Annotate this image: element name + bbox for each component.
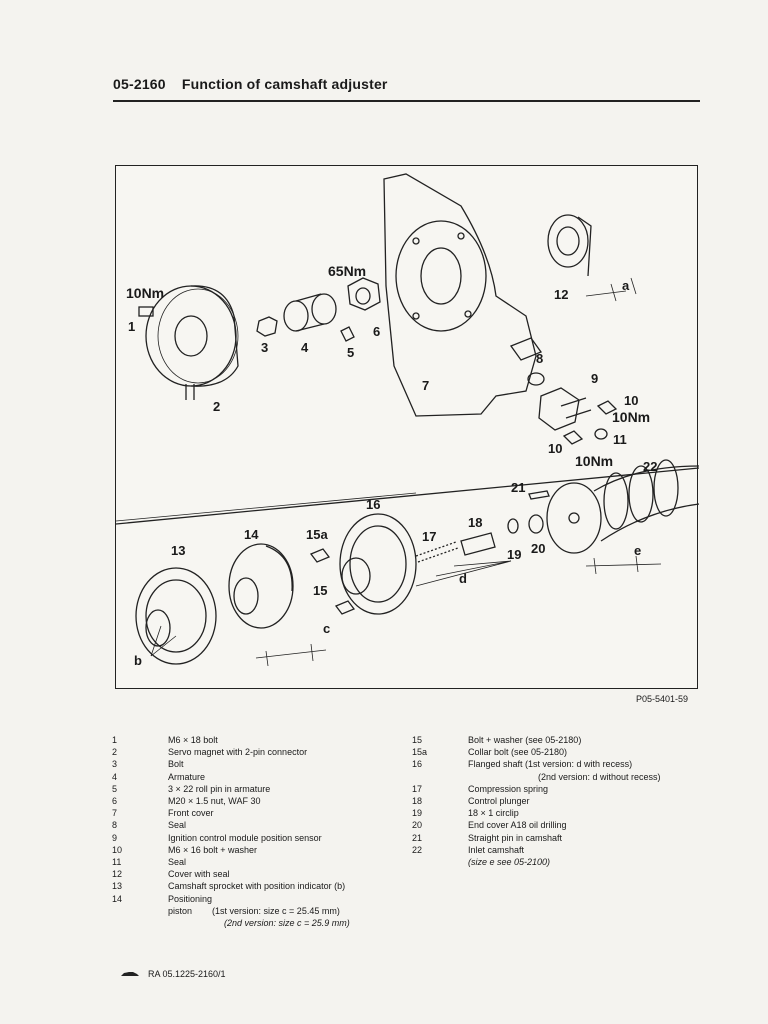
- footer-reference: RA 05.1225-2160/1: [148, 969, 226, 979]
- callout: 10: [548, 441, 563, 456]
- callout: 3: [261, 340, 269, 355]
- dimension-label: d: [459, 571, 467, 586]
- torque-label: 65Nm: [328, 263, 367, 279]
- section-number: 05-2160: [113, 76, 166, 92]
- figure-id: P05-5401-59: [636, 694, 689, 704]
- dimension-label: a: [622, 278, 630, 293]
- callout: 8: [536, 351, 544, 366]
- callout: 16: [366, 497, 381, 512]
- torque-label: 10Nm: [575, 453, 614, 469]
- legend-row: (2nd version: d without recess): [538, 771, 661, 782]
- callout: 13: [171, 543, 186, 558]
- callout: 7: [422, 378, 430, 393]
- exploded-view-figure: 10Nm 65Nm 10Nm 10Nm 1 2 3 4 5 6 7 8 9 10…: [115, 165, 699, 689]
- car-logo-icon: [121, 972, 139, 976]
- callout: 9: [591, 371, 599, 386]
- callout: 14: [244, 527, 259, 542]
- callout: 15a: [306, 527, 328, 542]
- callout: 20: [531, 541, 546, 556]
- page-title: 05-2160 Function of camshaft adjuster: [113, 76, 388, 92]
- dimension-label: b: [134, 653, 142, 668]
- exploded-view-drawing: [116, 173, 699, 667]
- callout: 4: [301, 340, 309, 355]
- callout: 12: [554, 287, 569, 302]
- callout: 1: [128, 319, 136, 334]
- legend-row: (size e see 05-2100): [468, 857, 551, 868]
- callout: 15: [313, 583, 328, 598]
- callout: 11: [613, 432, 627, 447]
- callout: 2: [213, 399, 221, 414]
- torque-label: 10Nm: [612, 409, 651, 425]
- header-rule: [113, 100, 700, 102]
- legend-version-note: (1st version: size c = 25.45 mm): [212, 905, 340, 916]
- callout: 17: [422, 529, 437, 544]
- torque-label: 10Nm: [126, 285, 165, 301]
- dimension-label: c: [323, 621, 331, 636]
- footer: RA 05.1225-2160/1: [120, 969, 226, 979]
- callout: 19: [507, 547, 522, 562]
- callout: 10: [624, 393, 639, 408]
- dimension-label: e: [634, 543, 642, 558]
- callout: 18: [468, 515, 483, 530]
- callout: 22: [643, 459, 658, 474]
- callout: 21: [511, 480, 526, 495]
- callout: 5: [347, 345, 355, 360]
- callout: 6: [373, 324, 381, 339]
- section-title: Function of camshaft adjuster: [181, 76, 388, 92]
- legend-row: piston(1st version: size c = 25.45 mm): [168, 905, 340, 916]
- legend-version-note: (2nd version: size c = 25.9 mm): [224, 918, 350, 929]
